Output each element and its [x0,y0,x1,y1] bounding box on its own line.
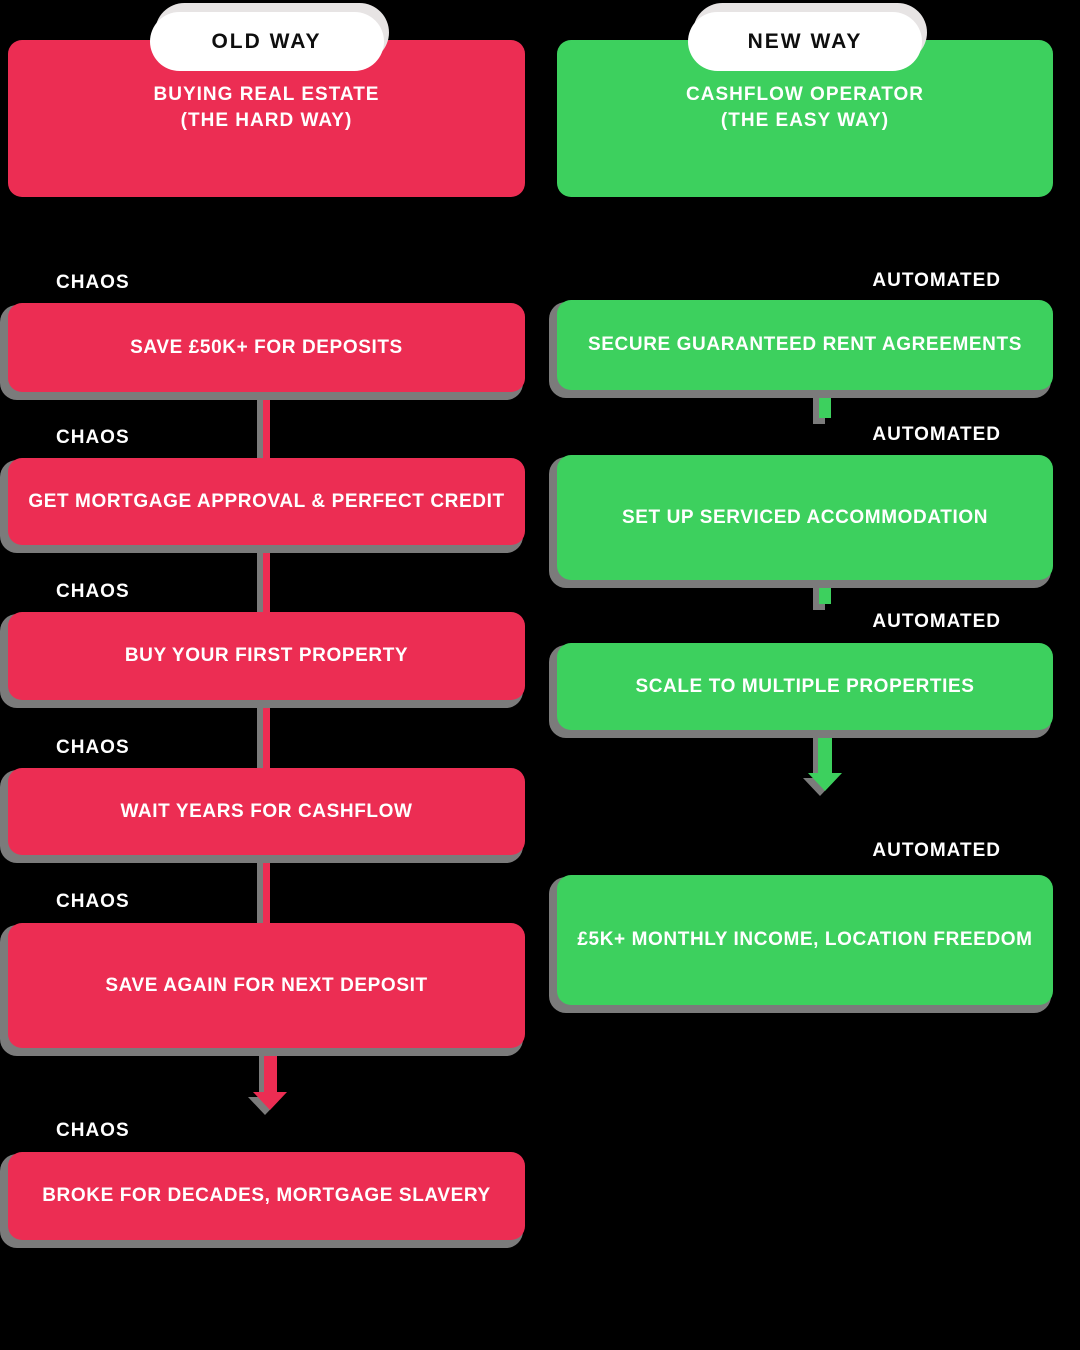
step-wait-for-cashflow: WAIT YEARS FOR CASHFLOW [8,768,525,855]
step-mortgage-approval: GET MORTGAGE APPROVAL & PERFECT CREDIT [8,458,525,545]
old-way-header-line1: BUYING REAL ESTATE [153,84,380,106]
old-way-column: OLD WAY BUYING REAL ESTATE (THE HARD WAY… [8,0,525,1350]
step-broke-for-decades: BROKE FOR DECADES, MORTGAGE SLAVERY [8,1152,525,1240]
chaos-label: CHAOS [56,891,130,912]
new-way-header-line2: (THE EASY WAY) [720,109,890,131]
automated-label: AUTOMATED [872,424,1001,445]
step-text: WAIT YEARS FOR CASHFLOW [120,800,413,822]
new-way-header-line1: CASHFLOW OPERATOR [686,84,924,106]
step-text: SET UP SERVICED ACCOMMODATION [621,506,989,528]
automated-label: AUTOMATED [872,840,1001,861]
arrow-head [808,773,842,791]
connector-line [263,855,270,923]
connector-stub [819,390,831,418]
chaos-label: CHAOS [56,272,130,293]
step-text: GET MORTGAGE APPROVAL & PERFECT CREDIT [28,490,505,512]
old-way-header-line2: (THE HARD WAY) [180,109,353,131]
step-save-deposits: SAVE £50K+ FOR DEPOSITS [8,303,525,392]
arrow-head [253,1092,287,1110]
new-way-pill-badge: NEW WAY [688,12,922,71]
step-scale-properties: SCALE TO MULTIPLE PROPERTIES [557,643,1053,730]
step-text: SAVE AGAIN FOR NEXT DEPOSIT [105,974,428,996]
step-secure-rent-agreements: SECURE GUARANTEED RENT AGREEMENTS [557,300,1053,390]
chaos-label: CHAOS [56,737,130,758]
step-buy-first-property: BUY YOUR FIRST PROPERTY [8,612,525,700]
new-way-column: NEW WAY CASHFLOW OPERATOR (THE EASY WAY)… [557,0,1053,1350]
step-save-again: SAVE AGAIN FOR NEXT DEPOSIT [8,923,525,1048]
step-serviced-accommodation: SET UP SERVICED ACCOMMODATION [557,455,1053,580]
chaos-label: CHAOS [56,427,130,448]
new-way-pill-label: NEW WAY [747,29,863,53]
chaos-label: CHAOS [56,581,130,602]
connector-line [263,392,270,458]
old-way-pill-badge: OLD WAY [149,12,384,71]
step-text: £5K+ MONTHLY INCOME, LOCATION FREEDOM [577,929,1033,950]
step-text: SECURE GUARANTEED RENT AGREEMENTS [588,334,1022,355]
down-arrow-icon [808,731,842,791]
old-way-pill-label: OLD WAY [211,29,322,53]
connector-line [263,700,270,768]
arrow-stem [263,1048,277,1092]
step-text: BROKE FOR DECADES, MORTGAGE SLAVERY [42,1185,491,1206]
chaos-label: CHAOS [56,1120,130,1141]
step-text: SAVE £50K+ FOR DEPOSITS [130,336,403,358]
down-arrow-icon [253,1048,287,1110]
automated-label: AUTOMATED [872,611,1001,632]
new-way-header-box: CASHFLOW OPERATOR (THE EASY WAY) [557,40,1053,197]
connector-stub [819,580,831,604]
automated-label: AUTOMATED [872,270,1001,291]
step-monthly-income-freedom: £5K+ MONTHLY INCOME, LOCATION FREEDOM [557,875,1053,1005]
step-text: SCALE TO MULTIPLE PROPERTIES [635,675,975,697]
arrow-stem [818,731,832,773]
connector-line [263,545,270,612]
step-text: BUY YOUR FIRST PROPERTY [124,645,409,666]
